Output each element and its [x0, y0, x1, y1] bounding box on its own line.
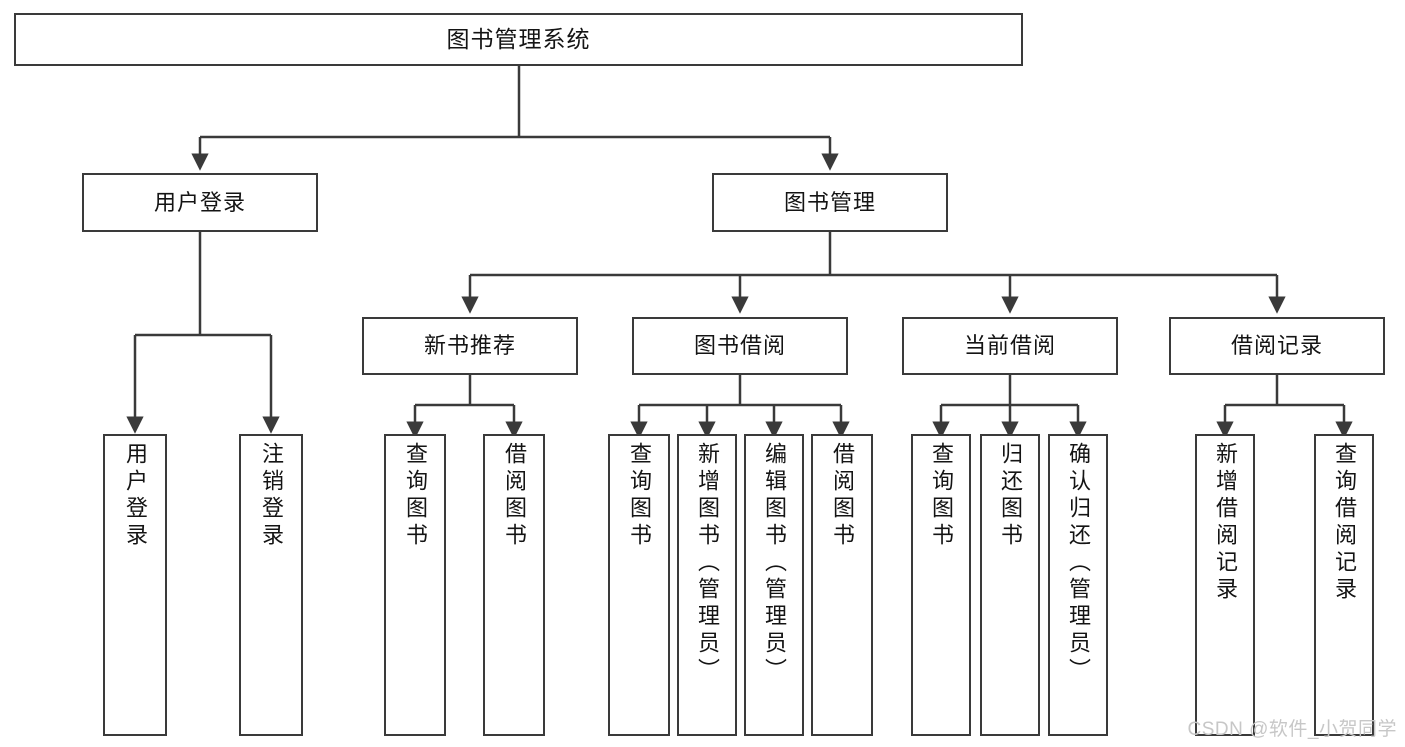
node-borrow-record-label: 借阅记录 — [1230, 333, 1323, 359]
node-leaf-borrow-edit[interactable]: 编辑图书（管理员） — [744, 434, 804, 736]
node-leaf-borrow-do-label: 借阅图书 — [830, 442, 855, 550]
node-current-borrow-label: 当前借阅 — [963, 333, 1056, 359]
node-new-book-rec[interactable]: 新书推荐 — [362, 317, 578, 375]
node-leaf-rec-borrow-label: 借阅图书 — [502, 442, 527, 550]
node-user-login-label: 用户登录 — [153, 189, 246, 215]
node-new-book-rec-label: 新书推荐 — [423, 333, 516, 359]
node-leaf-cur-confirm-label: 确认归还（管理员） — [1066, 442, 1091, 685]
node-book-borrow-label: 图书借阅 — [693, 333, 786, 359]
node-leaf-borrow-add-label: 新增图书（管理员） — [695, 442, 720, 685]
node-user-login[interactable]: 用户登录 — [82, 173, 318, 232]
node-root-label: 图书管理系统 — [446, 26, 591, 53]
node-leaf-rec-borrow[interactable]: 借阅图书 — [483, 434, 545, 736]
node-book-borrow[interactable]: 图书借阅 — [632, 317, 848, 375]
node-leaf-rec-query2-label: 查询借阅记录 — [1332, 442, 1357, 604]
watermark-text: CSDN @软件_小贺同学 — [1187, 719, 1397, 740]
node-book-manage-label: 图书管理 — [783, 189, 876, 215]
node-borrow-record[interactable]: 借阅记录 — [1169, 317, 1385, 375]
node-current-borrow[interactable]: 当前借阅 — [902, 317, 1118, 375]
node-leaf-user-login-label: 用户登录 — [123, 442, 148, 550]
node-leaf-user-logout-label: 注销登录 — [259, 442, 284, 550]
node-leaf-rec-add[interactable]: 新增借阅记录 — [1195, 434, 1255, 736]
node-root[interactable]: 图书管理系统 — [14, 13, 1023, 66]
node-leaf-borrow-add[interactable]: 新增图书（管理员） — [677, 434, 737, 736]
node-leaf-borrow-query[interactable]: 查询图书 — [608, 434, 670, 736]
node-leaf-rec-query[interactable]: 查询图书 — [384, 434, 446, 736]
node-leaf-cur-query[interactable]: 查询图书 — [911, 434, 971, 736]
node-leaf-cur-query-label: 查询图书 — [929, 442, 954, 550]
node-leaf-cur-confirm[interactable]: 确认归还（管理员） — [1048, 434, 1108, 736]
node-leaf-rec-query2[interactable]: 查询借阅记录 — [1314, 434, 1374, 736]
node-book-manage[interactable]: 图书管理 — [712, 173, 948, 232]
node-leaf-user-login[interactable]: 用户登录 — [103, 434, 167, 736]
node-leaf-user-logout[interactable]: 注销登录 — [239, 434, 303, 736]
node-leaf-borrow-query-label: 查询图书 — [627, 442, 652, 550]
node-leaf-borrow-edit-label: 编辑图书（管理员） — [762, 442, 787, 685]
node-leaf-borrow-do[interactable]: 借阅图书 — [811, 434, 873, 736]
node-leaf-cur-return-label: 归还图书 — [998, 442, 1023, 550]
node-leaf-rec-query-label: 查询图书 — [403, 442, 428, 550]
node-leaf-rec-add-label: 新增借阅记录 — [1213, 442, 1238, 604]
node-leaf-cur-return[interactable]: 归还图书 — [980, 434, 1040, 736]
